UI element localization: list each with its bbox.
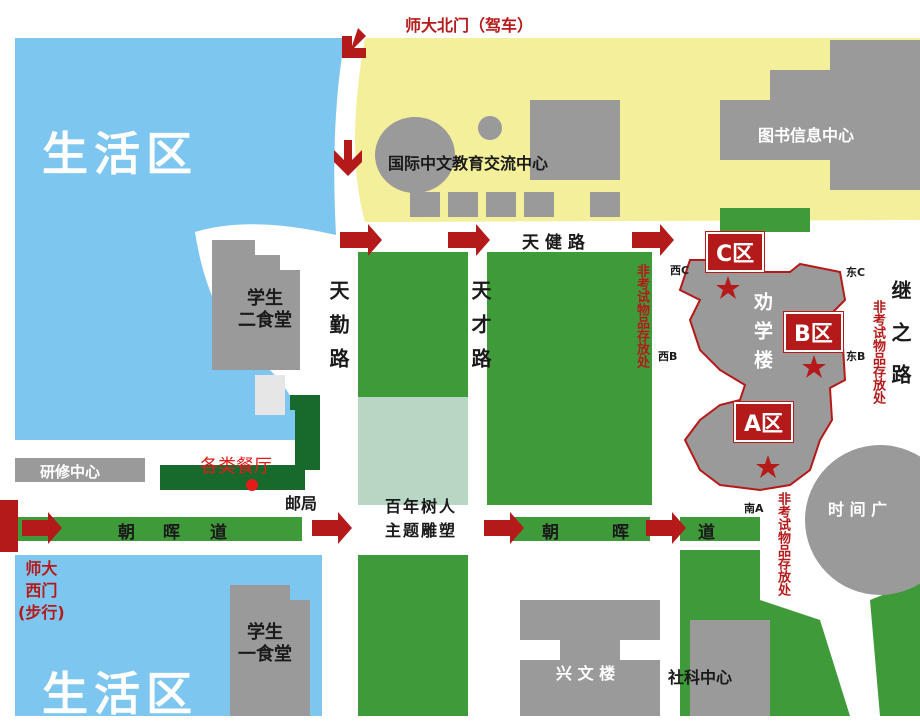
arrow-icon [340,224,382,256]
west-gate-line: (步行) [18,603,65,622]
intl-center-label: 国际中文教育交流中心 [388,154,549,173]
arrow-icon [312,512,352,544]
west-gate-label: 师大 西门 (步行) [18,558,65,624]
canteen1-line: 一食堂 [238,644,292,665]
lawn [358,252,468,397]
tree-park-line: 百年树人 [385,497,458,516]
jizhi-road-label: 继之路 [888,280,912,406]
canteen2-line: 学生 [247,288,283,309]
west-b-label: 西B [658,350,678,363]
post-office-label: 邮局 [285,494,318,513]
tianjian-road-label: 天 健 路 [522,233,585,253]
time-square [805,445,920,595]
canteen1-building [230,585,310,716]
star-icon [756,455,780,478]
intl-center-block [448,192,478,217]
canteen2-building [212,240,300,370]
west-c-label: 西C [670,264,690,277]
intl-center-block [486,192,516,217]
time-square-label: 时 间 广 [828,500,888,519]
arrow-icon [22,512,62,544]
arrow-icon [646,512,686,544]
route-arrows [22,28,686,544]
zhaohui-road [510,517,650,541]
tianqin-road-label: 天勤路 [326,280,350,382]
star-icon [802,355,826,378]
west-gate-line: 师大 [25,559,58,578]
lawn [487,252,652,505]
intl-center-oval [375,117,455,193]
tree-park-line: 主题雕塑 [385,521,458,540]
restaurant-block [160,395,320,490]
intl-center-block [524,192,554,217]
zhaohui-road [680,517,760,541]
restaurants-label: 各类餐厅 [200,456,272,477]
zone-c-badge: C区 [706,232,765,272]
gray-pad [255,375,285,415]
restaurant-dot [246,479,258,491]
east-b-label: 东B [846,350,866,363]
arrow-icon [334,140,362,176]
living-area-top-label: 生活区 [42,127,198,181]
canteen2-label: 学生 二食堂 [238,288,292,332]
zhaohui-char: 晖 [163,523,180,543]
green-strip [720,208,810,232]
xingwen-building [520,600,660,716]
canteen1-label: 学生 一食堂 [238,622,292,666]
social-center-building [690,620,770,716]
arrow-icon [484,512,524,544]
social-center-label: 社科中心 [668,668,733,687]
living-area-bottom-label: 生活区 [42,667,198,721]
xingwen-label: 兴 文 楼 [556,664,616,683]
zhaohui-char: 朝 [542,523,559,543]
west-gate-post [0,500,18,552]
lawn [870,580,920,716]
training-center-building [15,458,145,482]
intl-center-block [590,192,620,217]
lawn [358,555,468,716]
tree-park-label: 百年树人 主题雕塑 [385,495,457,543]
intl-center-block [530,100,620,180]
library-building [720,40,920,190]
north-gate-label: 师大北门（驾车） [405,16,534,35]
arrow-icon [448,224,490,256]
canteen1-line: 学生 [247,622,283,643]
south-a-label: 南A [744,502,764,515]
lawn-pale [358,397,468,505]
intl-center-block [410,192,440,217]
zhaohui-char: 道 [210,523,227,543]
storage-label: 非考试物品存放处 [634,264,649,368]
arrow-icon [632,224,674,256]
east-c-label: 东C [846,266,866,279]
west-gate-line: 西门 [25,581,58,600]
intl-center-dot [478,116,502,140]
tiancai-road-label: 天才路 [468,280,492,382]
zhaohui-char: 朝 [118,523,135,543]
star-icon [716,276,740,299]
canteen2-line: 二食堂 [238,310,292,331]
zone-b-badge: B区 [784,312,843,352]
storage-label: 非考试物品存放处 [775,492,790,596]
zone-a-badge: A区 [734,402,794,442]
arrow-icon [342,28,366,58]
zhaohui-char: 道 [698,523,715,543]
zhaohui-char: 晖 [612,523,629,543]
library-label: 图书信息中心 [758,126,855,145]
training-center-label: 研修中心 [40,463,101,481]
living-area-top [15,38,345,440]
office-building-label: 劝学楼 [751,292,773,379]
storage-label: 非考试物品存放处 [870,300,885,404]
